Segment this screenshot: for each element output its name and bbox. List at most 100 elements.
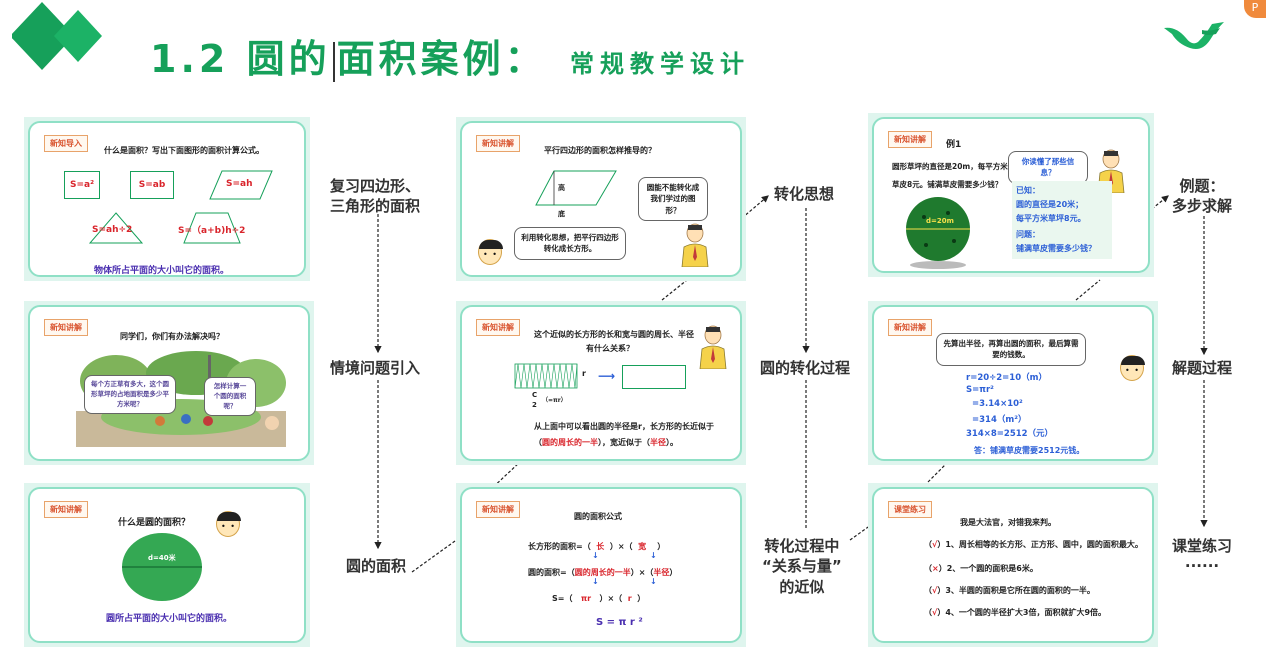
question-text: 铺满草皮需要多少钱？ xyxy=(1016,244,1096,253)
solution-step: =3.14×10² xyxy=(972,399,1023,409)
parallelogram-shape-icon xyxy=(209,170,273,200)
practice-item-text: 2、一个圆的面积是6米。 xyxy=(946,564,1038,573)
practice-item[interactable]: （√）4、一个圆的半径扩大3倍，面积就扩大9倍。 xyxy=(924,608,1107,617)
solution-step: 314×8=2512（元） xyxy=(966,429,1054,439)
slide-footer: 物体所占平面的大小叫它的面积。 xyxy=(94,266,230,276)
slide-circle-area[interactable]: 新知讲解 什么是圆的面积？ d=40米 圆所占平面的大小叫它的面积。 xyxy=(24,483,310,647)
row-label: S=（ xyxy=(552,594,573,603)
final-formula: S = π r ² xyxy=(596,617,643,628)
flow-text: 转化思想 xyxy=(774,185,835,203)
flow-text: 解题过程 xyxy=(1172,359,1233,377)
zigzag-rectangle-icon xyxy=(514,363,578,389)
slide-question: 同学们，你们有办法解决吗？ xyxy=(120,332,224,341)
down-arrow-icon: ↓ xyxy=(650,577,657,586)
row-times: ）×（ xyxy=(609,542,633,551)
slide-review[interactable]: 新知导入 什么是面积？写出下面图形的面积计算公式。 S=a² S=ab S=ah… xyxy=(24,117,310,281)
slide-tag: 课堂练习 xyxy=(888,501,932,518)
formula-rectangle: S=ab xyxy=(130,171,174,199)
conclusion-end: ）。 xyxy=(666,438,678,447)
base-label: 底 xyxy=(558,210,565,218)
slide-tag: 新知讲解 xyxy=(888,131,932,148)
judgement-mark: √ xyxy=(932,608,938,617)
row-length: 长 xyxy=(596,542,605,551)
slide-tag: 新知讲解 xyxy=(476,135,520,152)
blank-radius: 半径 xyxy=(650,438,666,447)
formula-parallelogram: S=ah xyxy=(226,179,253,189)
example-text-line2: 草皮8元。铺满草皮需要多少钱？ xyxy=(892,180,1003,189)
slide-footer: 圆所占平面的大小叫它的面积。 xyxy=(106,614,233,624)
slide-question: 什么是面积？写出下面图形的面积计算公式。 xyxy=(104,146,264,155)
row-r: r xyxy=(627,594,632,603)
slide-tag: 新知讲解 xyxy=(44,319,88,336)
slide-frame: 新知讲解 平行四边形的面积怎样推导的？ 高 底 圆能不能转化成我们学过的图形？ … xyxy=(460,121,742,277)
slide-frame: 新知讲解 圆的面积公式 长方形的面积=（ 长 ）×（ 宽 ） ↓ ↓ 圆的面积=… xyxy=(460,487,742,643)
parallelogram-diagram-icon xyxy=(535,170,617,206)
slide-frame: 新知讲解 同学们，你们有办法解决吗？ 每个方正草有多大，这个圆形草坪的占地面积是… xyxy=(28,305,310,461)
teacher-avatar-icon xyxy=(681,223,709,267)
slide-approx-rectangle[interactable]: 新知讲解 这个近似的长方形的长和宽与圆的周长、半径 有什么关系？ r ⟶ C 2… xyxy=(456,301,746,465)
speech-bubble-right: 怎样计算一个圆的面积呢？ xyxy=(204,377,256,417)
slide-solution[interactable]: 新知讲解 先算出半径，再算出圆的面积，最后算需要的钱数。 r=20÷2=10（m… xyxy=(868,301,1158,465)
circle-diameter-label: d=40米 xyxy=(148,554,176,562)
solution-step: r=20÷2=10（m） xyxy=(966,373,1047,383)
formula-square: S=a² xyxy=(64,171,100,199)
formula-row-rectangle: 长方形的面积=（ 长 ）×（ 宽 ） xyxy=(528,541,665,552)
practice-item[interactable]: （√）3、半圆的面积是它所在圆的面积的一半。 xyxy=(924,586,1095,595)
teacher-speech-bubble: 你读懂了那些信息？ xyxy=(1008,151,1088,184)
known-item: 圆的直径是20米； xyxy=(1016,200,1084,209)
question-title: 问题： xyxy=(1016,230,1040,239)
row-close: ） xyxy=(657,542,666,551)
slide-question-line2: 有什么关系？ xyxy=(586,344,634,353)
info-panel xyxy=(1012,181,1112,259)
row-radius: 半径 xyxy=(653,568,670,577)
row-times: ）×（ xyxy=(630,568,654,577)
slide-question-line1: 这个近似的长方形的长和宽与圆的周长、半径 xyxy=(534,330,694,339)
slide-tag: 新知讲解 xyxy=(476,319,520,336)
slide-title: 圆的面积公式 xyxy=(574,512,622,521)
flow-text: 例题： 多步求解 xyxy=(1172,177,1233,216)
down-arrow-icon: ↓ xyxy=(650,551,657,560)
flow-label-practice: 课堂练习 ······ xyxy=(1172,536,1232,577)
flow-text: 复习四边形、 三角形的面积 xyxy=(330,177,421,216)
hint-speech-bubble: 先算出半径，再算出圆的面积，最后算需要的钱数。 xyxy=(936,333,1086,366)
height-label: 高 xyxy=(558,184,565,192)
slide-frame: 课堂练习 我是大法官，对错我来判。 （√）1、周长相等的长方形、正方形、圆中，圆… xyxy=(872,487,1154,643)
practice-intro: 我是大法官，对错我来判。 xyxy=(960,518,1056,527)
slide-tag: 新知讲解 xyxy=(476,501,520,518)
practice-item-text: 4、一个圆的半径扩大3倍，面积就扩大9倍。 xyxy=(945,608,1107,617)
title-part1: 圆的 xyxy=(246,37,331,81)
page-subtitle: 常规教学设计 xyxy=(570,50,750,78)
slide-frame: 新知讲解 这个近似的长方形的长和宽与圆的周长、半径 有什么关系？ r ⟶ C 2… xyxy=(460,305,742,461)
slide-example[interactable]: 新知讲解 例1 圆形草坪的直径是20m，每平方米 草皮8元。铺满草皮需要多少钱？… xyxy=(868,113,1154,277)
lawn-circle-icon xyxy=(906,197,970,269)
known-item: 每平方米草坪8元。 xyxy=(1016,214,1086,223)
slide-frame: 新知导入 什么是面积？写出下面图形的面积计算公式。 S=a² S=ab S=ah… xyxy=(28,121,306,277)
header: 1.2 圆的面积案例： 常规教学设计 P xyxy=(0,0,1266,100)
example-label: 例1 xyxy=(946,140,962,150)
row-times: ）×（ xyxy=(599,594,623,603)
student-speech-bubble: 利用转化思想，把平行四边形转化成长方形。 xyxy=(514,227,626,260)
slide-area-formula[interactable]: 新知讲解 圆的面积公式 长方形的面积=（ 长 ）×（ 宽 ） ↓ ↓ 圆的面积=… xyxy=(456,483,746,647)
flow-label-circle-area: 圆的面积 xyxy=(346,556,406,576)
practice-item[interactable]: （×）2、一个圆的面积是6米。 xyxy=(924,564,1038,573)
formula-trapezoid: S=（a+b)h÷2 xyxy=(178,226,246,236)
speech-bubble-left: 每个方正草有多大，这个圆形草坪的占地面积是多少平方米呢？ xyxy=(84,375,176,415)
student-avatar xyxy=(478,239,503,265)
slide-practice[interactable]: 课堂练习 我是大法官，对错我来判。 （√）1、周长相等的长方形、正方形、圆中，圆… xyxy=(868,483,1158,647)
c-numerator-label: C xyxy=(532,391,538,399)
flow-text: 圆的面积 xyxy=(346,557,407,575)
slide-frame: 新知讲解 什么是圆的面积？ d=40米 圆所占平面的大小叫它的面积。 xyxy=(28,487,306,643)
example-text-line1: 圆形草坪的直径是20m，每平方米 xyxy=(892,162,1008,171)
slide-parallelogram[interactable]: 新知讲解 平行四边形的面积怎样推导的？ 高 底 圆能不能转化成我们学过的图形？ … xyxy=(456,117,746,281)
practice-item[interactable]: （√）1、周长相等的长方形、正方形、圆中，圆的面积最大。 xyxy=(924,540,1143,549)
flow-label-process: 圆的转化过程 xyxy=(760,358,850,378)
slide-situation[interactable]: 新知讲解 同学们，你们有办法解决吗？ 每个方正草有多大，这个圆形草坪的占地面积是… xyxy=(24,301,314,465)
blank-half-circumference: 圆的周长的一半 xyxy=(542,438,598,447)
judgement-mark: × xyxy=(932,564,939,573)
row-close: ） xyxy=(637,594,646,603)
title-divider xyxy=(332,41,335,82)
lawn-diameter-label: d=20m xyxy=(926,217,954,225)
formula-row-circle: 圆的面积=（圆的周长的一半）×（半径） xyxy=(528,567,677,578)
down-arrow-icon: ↓ xyxy=(592,551,599,560)
slide-tag: 新知讲解 xyxy=(888,319,932,336)
